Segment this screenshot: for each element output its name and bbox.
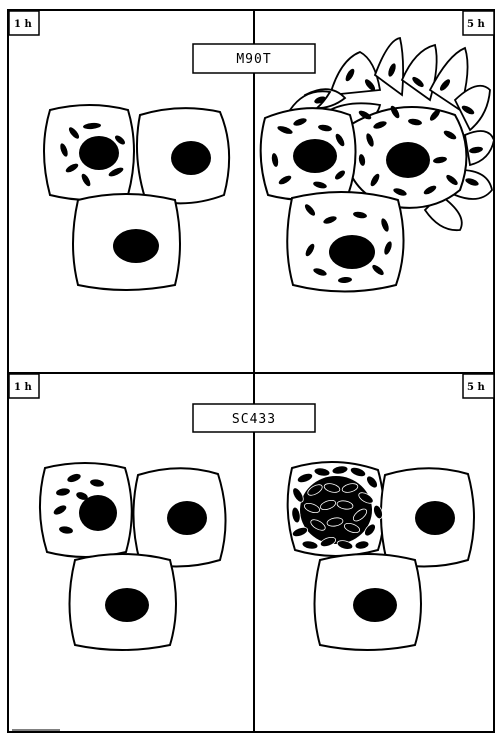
nucleus	[329, 235, 375, 269]
time-label-bottom-right: 5 h	[463, 374, 494, 398]
nucleus	[113, 229, 159, 263]
time-label-top-right: 5 h	[463, 11, 494, 35]
time-label-bottom-left: 1 h	[9, 374, 39, 398]
svg-text:M90T: M90T	[236, 52, 271, 67]
nucleus	[386, 142, 430, 178]
nucleus	[353, 588, 397, 622]
strain-label-top: M90T	[193, 44, 315, 73]
nucleus	[79, 495, 117, 531]
svg-text:SC433: SC433	[232, 412, 276, 427]
cell-cluster-bottom-right	[288, 462, 474, 650]
nucleus	[167, 501, 207, 535]
time-label-top-left: 1 h	[9, 11, 39, 35]
cell-cluster-bottom-left	[40, 463, 226, 650]
nucleus	[171, 141, 211, 175]
nucleus	[293, 139, 337, 173]
nucleus	[415, 501, 455, 535]
svg-text:1 h: 1 h	[14, 382, 32, 393]
svg-text:1 h: 1 h	[14, 19, 32, 30]
nucleus	[79, 136, 119, 170]
cell-cluster-top-right	[261, 38, 494, 292]
cell-cluster-top-left	[44, 105, 229, 290]
svg-text:5 h: 5 h	[467, 19, 485, 30]
strain-label-bottom: SC433	[193, 404, 315, 432]
svg-text:5 h: 5 h	[467, 382, 485, 393]
nucleus	[105, 588, 149, 622]
